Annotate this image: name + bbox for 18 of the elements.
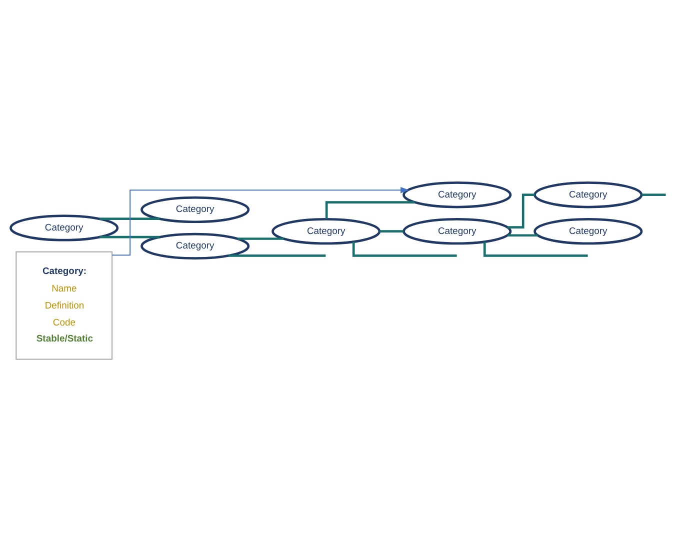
node-ellipse: Category	[402, 217, 512, 244]
connector	[228, 254, 326, 256]
node-ellipse: Category	[534, 181, 643, 208]
node-box: Category: Name Definition Code Stable/Static	[16, 250, 113, 360]
connector	[100, 235, 160, 238]
connector	[380, 230, 404, 232]
node-ellipse: Category	[10, 214, 119, 241]
node-ellipse: Category	[272, 217, 381, 244]
connector	[237, 237, 284, 240]
node-ellipse: Category	[140, 196, 250, 223]
node-ellipse: Category	[140, 232, 250, 260]
connector	[642, 193, 666, 196]
connector	[508, 234, 538, 236]
arrow	[112, 186, 410, 256]
node-ellipse: Category	[402, 181, 512, 208]
connector	[100, 217, 160, 220]
connector	[507, 193, 535, 228]
node-ellipse: Category	[534, 217, 643, 244]
